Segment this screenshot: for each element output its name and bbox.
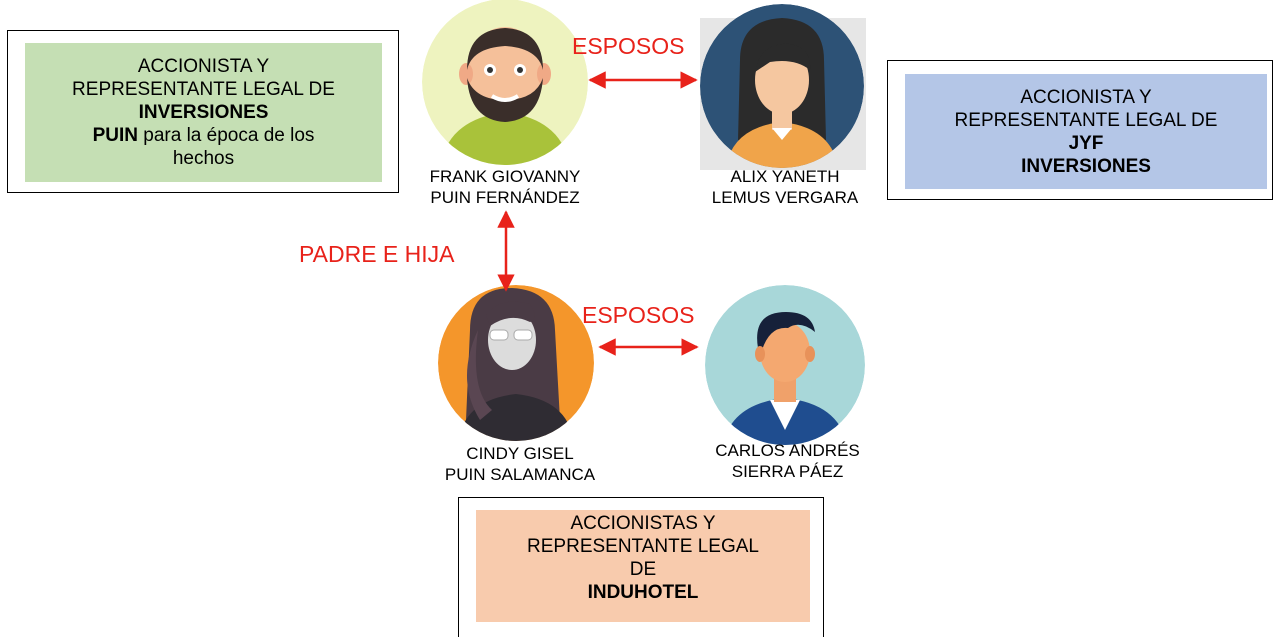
jyf-company-line2: INVERSIONES [1021,155,1151,177]
puin-line4: para la época de los [138,125,315,146]
induhotel-line1: ACCIONISTAS Y [570,513,716,534]
spouses-bottom-label: ESPOSOS [582,302,695,328]
jyf-line1: ACCIONISTA Y [1020,86,1152,108]
carlos-name-line1: CARLOS ANDRÉS [715,441,860,460]
puin-company: INVERSIONES [138,102,269,123]
induhotel-line2: REPRESENTANTE LEGAL [527,536,759,557]
spouses-top-label: ESPOSOS [572,33,685,59]
cindy-name: CINDY GISEL PUIN SALAMANCA [420,443,620,485]
father-daughter-label: PADRE E HIJA [299,241,455,267]
puin-line5: hechos [172,148,235,169]
cindy-name-line1: CINDY GISEL [466,444,574,463]
puin-line1: ACCIONISTA Y [137,56,270,77]
jyf-company-line1: JYF [1068,132,1104,154]
alix-avatar [700,4,866,170]
induhotel-line3: DE [629,559,657,580]
carlos-name-line2: SIERRA PÁEZ [731,462,844,481]
puin-line2: REPRESENTANTE LEGAL DE [72,79,335,100]
cindy-avatar [438,285,594,441]
jyf-inversiones-label: ACCIONISTA Y REPRESENTANTE LEGAL DE JYF … [905,74,1267,189]
puin-company-name: PUIN [92,125,138,146]
alix-name: ALIX YANETH LEMUS VERGARA [680,166,890,208]
carlos-name: CARLOS ANDRÉS SIERRA PÁEZ [690,440,885,482]
induhotel-company: INDUHOTEL [587,582,699,603]
cindy-name-line2: PUIN SALAMANCA [444,465,596,484]
frank-avatar [422,0,588,165]
alix-name-line1: ALIX YANETH [730,167,840,186]
jyf-line2: REPRESENTANTE LEGAL DE [954,109,1218,131]
inversiones-puin-label: ACCIONISTA Y REPRESENTANTE LEGAL DE INVE… [25,43,382,182]
frank-name-line2: PUIN FERNÁNDEZ [430,188,580,207]
carlos-avatar [705,285,865,445]
frank-name-line1: FRANK GIOVANNY [429,167,581,186]
relationship-graphics [422,0,866,445]
alix-name-line2: LEMUS VERGARA [711,188,859,207]
frank-name: FRANK GIOVANNY PUIN FERNÁNDEZ [395,166,615,208]
induhotel-label: ACCIONISTAS Y REPRESENTANTE LEGAL DE IND… [476,510,810,622]
